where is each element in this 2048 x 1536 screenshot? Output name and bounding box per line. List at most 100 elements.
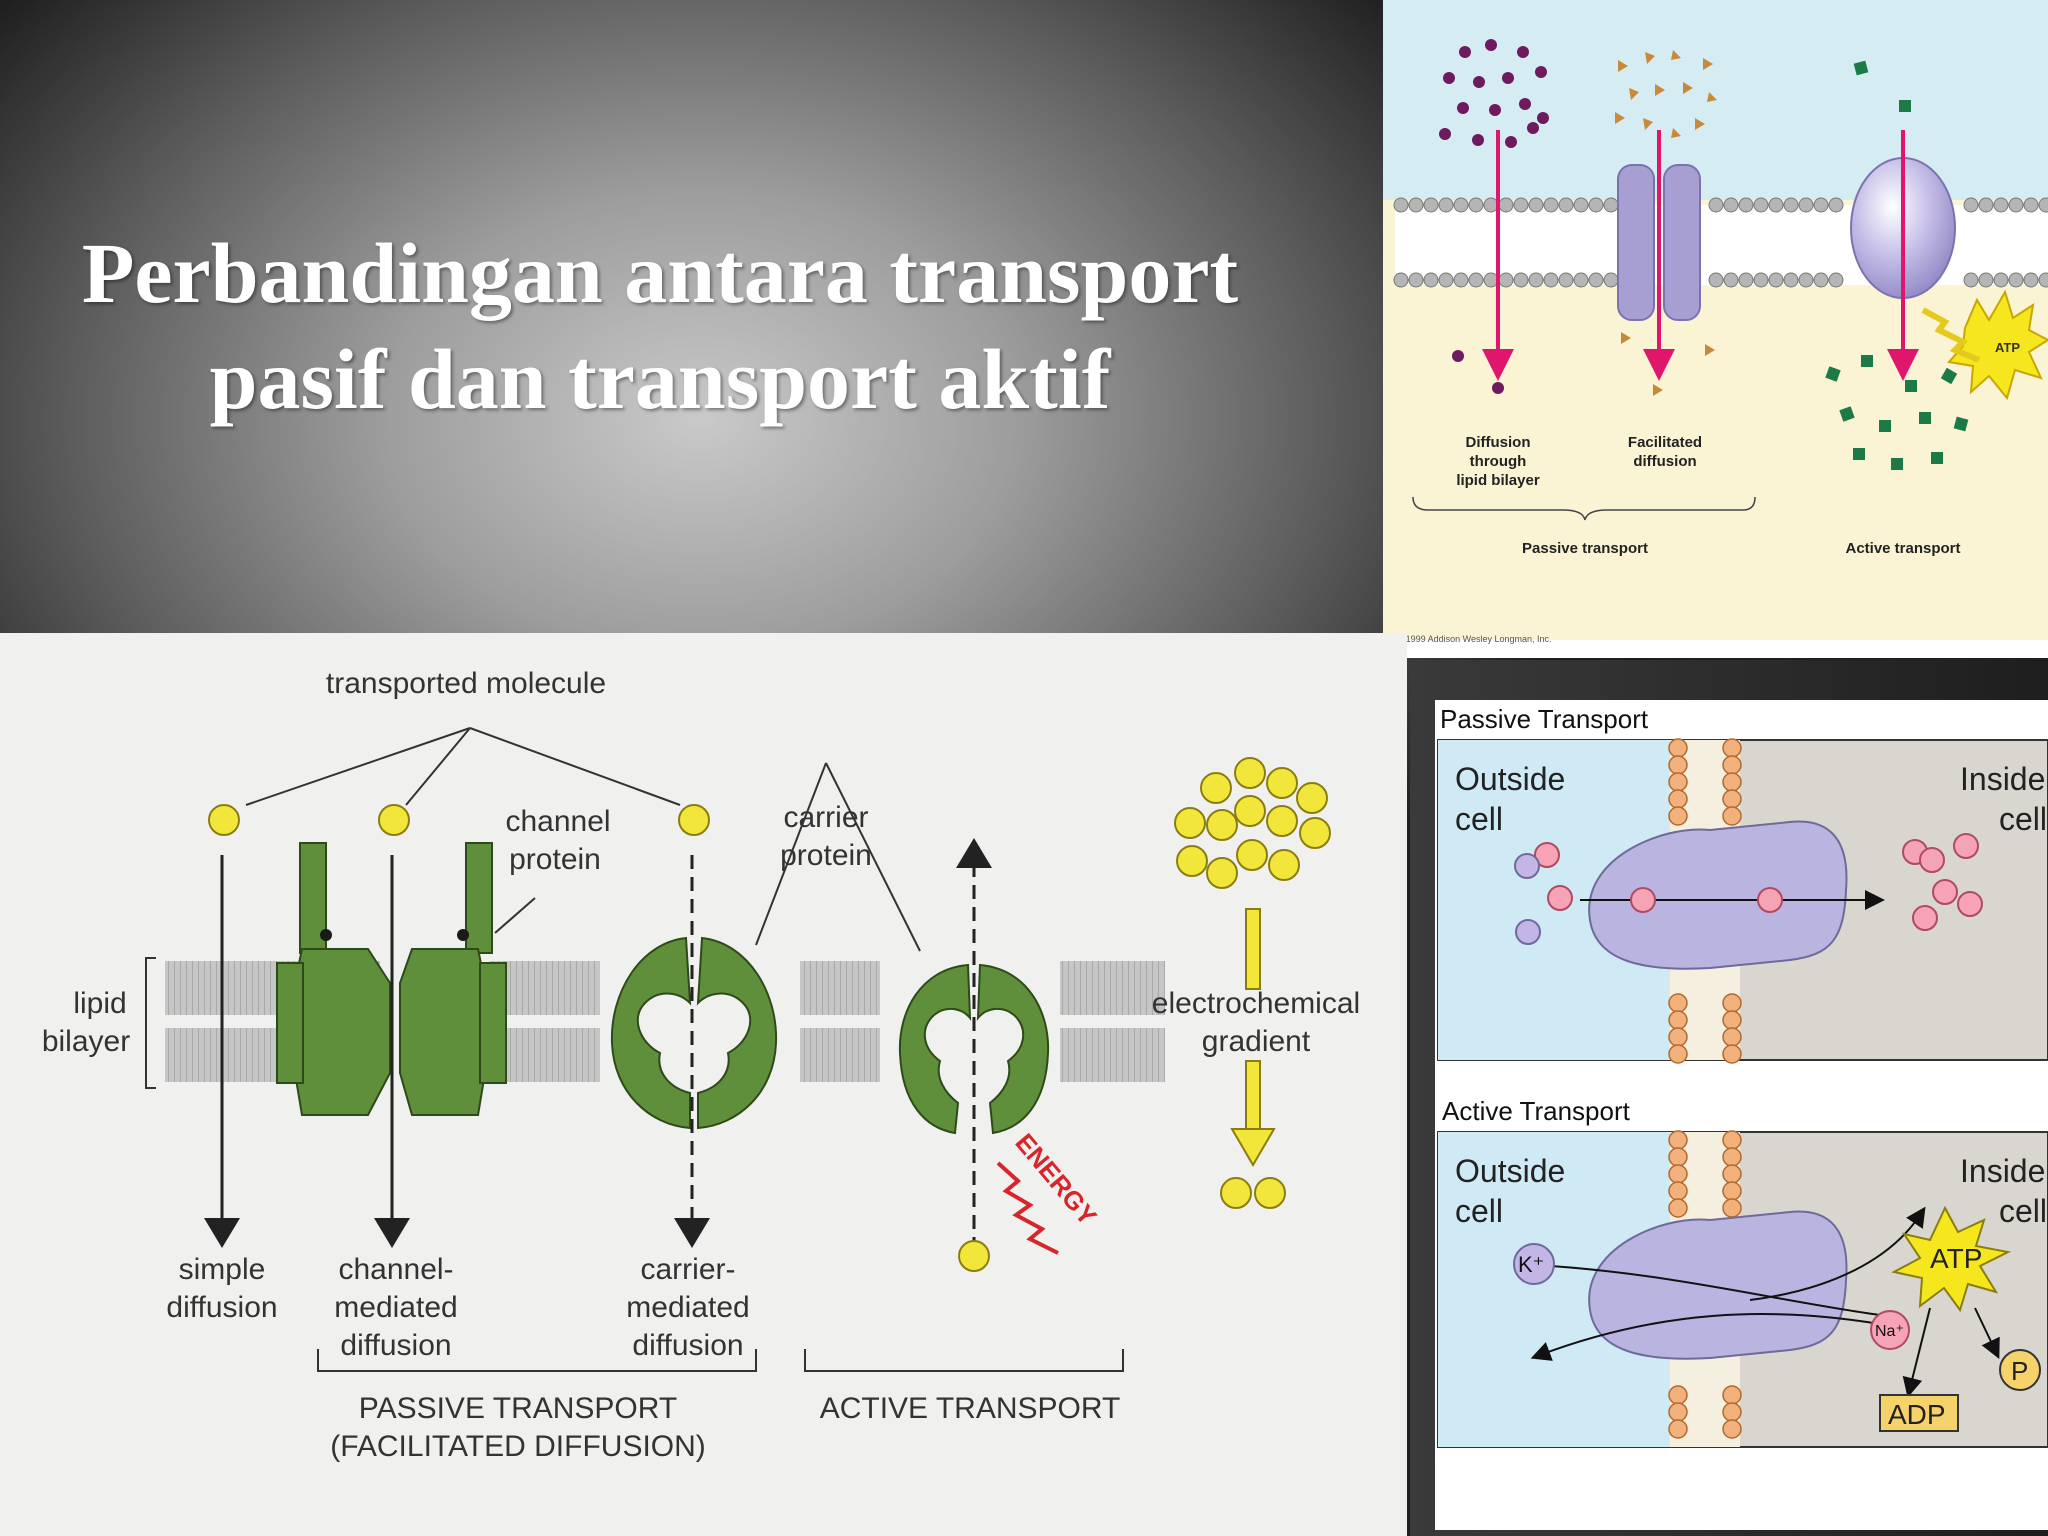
membrane-head [1722,1147,1742,1167]
label-gradient: gradient [1202,1025,1311,1058]
label-diffusion-1: Diffusion [1466,434,1531,451]
lipid-head [1438,197,1454,213]
lipid-head [1573,272,1589,288]
lipid-head [1558,272,1574,288]
lipid-head [1963,272,1979,288]
lipid-head [1723,197,1739,213]
lipid-head [1438,272,1454,288]
membrane-head [1722,738,1742,758]
phosphate-circle [1999,1349,2041,1391]
lipid-head [1768,272,1784,288]
membrane-head [1722,1010,1742,1030]
membrane-head [1668,1419,1688,1439]
slide-title-line-2: pasif dan transport aktif [209,331,1111,427]
cell-transport-figure: Passive Transport Outside cell Inside ce… [1410,660,2048,1536]
lipid-head [1738,197,1754,213]
membrane-head [1668,1385,1688,1405]
lipid-head [1558,197,1574,213]
adp-box [1879,1394,1959,1432]
lipid-head [1513,197,1529,213]
membrane-head [1722,1044,1742,1064]
label-facilitated-1: Facilitated [1628,434,1702,451]
label-lipid-2: bilayer [42,1025,130,1058]
label-carrier-mediated-2: mediated [626,1291,749,1324]
lipid-head [1993,197,2009,213]
membrane-head [1668,1044,1688,1064]
lipid-head [1543,272,1559,288]
passive-outside-1: Outside [1455,761,1565,797]
copyright-text: ©1999 Addison Wesley Longman, Inc. [1399,634,1552,644]
active-inside-1: Inside [1960,1153,2045,1189]
lipid-head [1393,197,1409,213]
lipid-head [1498,197,1514,213]
label-active-transport: ACTIVE TRANSPORT [820,1392,1121,1425]
atp-label-top: ATP [1995,340,2020,355]
channel-protein-right [1663,164,1701,321]
phosphate-arrow [1974,1307,2000,1360]
lipid-head [1813,197,1829,213]
cell-transport-svg: Passive Transport Outside cell Inside ce… [1435,700,2048,1530]
passive-inside-2: cell [1999,801,2047,837]
passive-membrane-heads [1668,738,1742,1064]
facilitated-molecules [1615,50,1717,396]
lipid-head [1828,197,1844,213]
membrane-head [1722,1130,1742,1150]
lipid-head [2008,197,2024,213]
lipid-head [1813,272,1829,288]
membrane-head [1668,993,1688,1013]
label-active-transport: Active transport [1845,540,1960,557]
lipid-head [1468,272,1484,288]
passive-transport-title: Passive Transport [1440,704,1649,734]
membrane-head [1668,772,1688,792]
pointer-lines [245,727,921,952]
active-protein [1588,1210,1848,1360]
lipid-head [1783,197,1799,213]
active-membrane-heads [1668,1130,1742,1439]
phosphate-label: P [2011,1356,2028,1386]
lipid-head [1543,197,1559,213]
membrane-head [1668,1181,1688,1201]
atp-burst [1947,289,2048,401]
lipid-head [1423,197,1439,213]
sodium-path [1530,1313,1881,1361]
active-inside-2: cell [1999,1193,2047,1229]
lipid-head [1963,197,1979,213]
membrane-head [1722,789,1742,809]
adp-arrow [1902,1307,1931,1398]
membrane-head [1668,1402,1688,1422]
active-molecules [1825,60,1969,470]
lipid-head [1468,197,1484,213]
lipid-head [1828,272,1844,288]
membrane-head [1668,1027,1688,1047]
lipid-head [1453,197,1469,213]
lipid-head [1978,272,1994,288]
lipid-head [1408,272,1424,288]
energy-zigzag [1921,307,1981,363]
membrane-head [1668,738,1688,758]
slide-title-line-1: Perbandingan antara transport [81,225,1239,321]
lipid-head [1393,272,1409,288]
label-facilitated-diffusion: (FACILITATED DIFFUSION) [330,1430,706,1463]
carrier-protein-active [898,963,1050,1135]
lipid-head [1528,272,1544,288]
membrane-head [1722,772,1742,792]
membrane-head [1722,1402,1742,1422]
lipid-head [1588,272,1604,288]
membrane-head [1722,1027,1742,1047]
lipid-head [1573,197,1589,213]
gradient-arrow-bottom [1245,1060,1261,1130]
passive-ions [1534,833,1983,931]
passive-inside-1: Inside [1960,761,2045,797]
lipid-head [1753,272,1769,288]
atp-path [1749,1206,1926,1301]
lipid-head [1798,272,1814,288]
label-diffusion-2: through [1470,453,1527,470]
label-channel-mediated-2: mediated [334,1291,457,1324]
atp-burst [1891,1205,2012,1313]
lipid-head [1768,197,1784,213]
gradient-arrow-top [1245,908,1261,990]
active-bracket [804,1349,1124,1372]
active-transport-title: Active Transport [1442,1096,1631,1126]
potassium-path [1514,1263,1881,1316]
lipid-head [1498,272,1514,288]
